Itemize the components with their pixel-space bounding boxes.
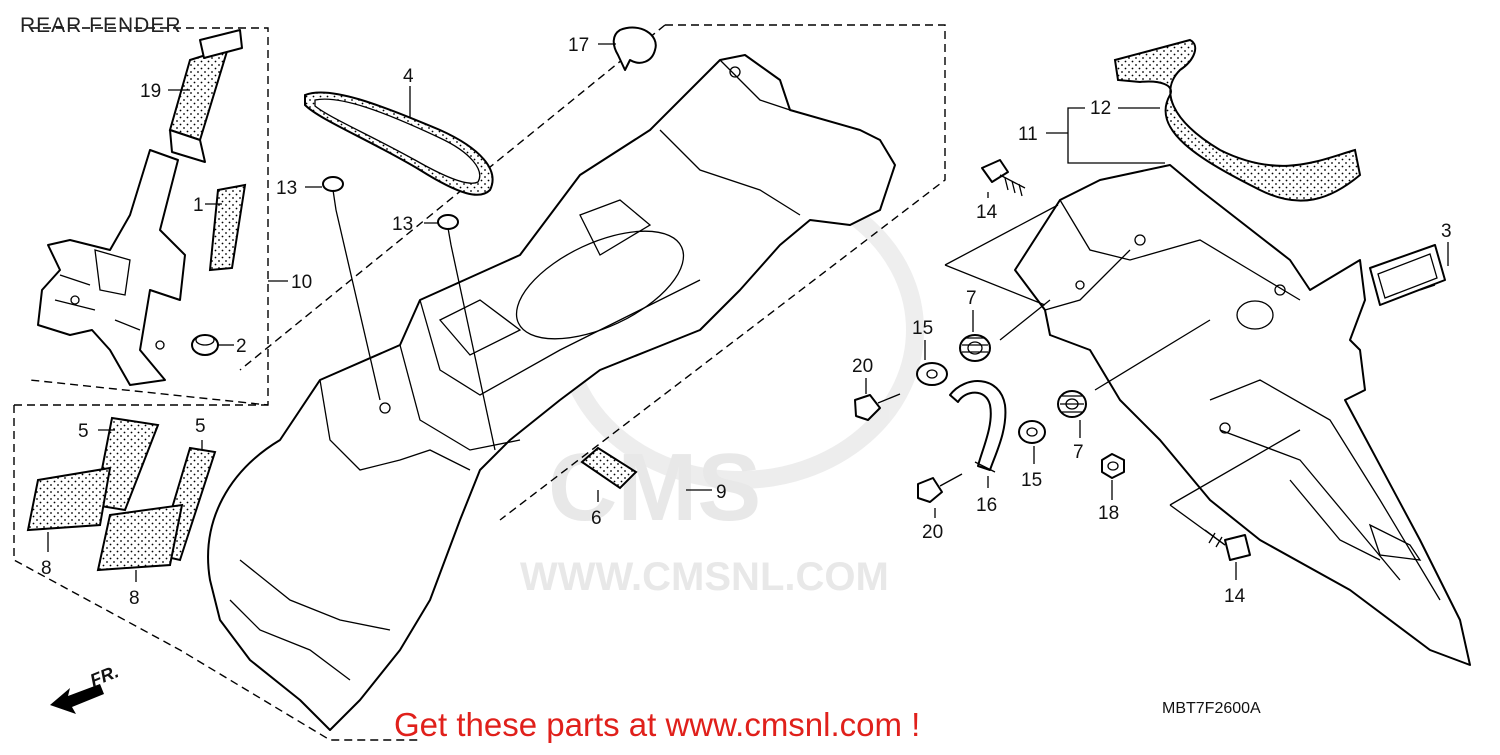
callout-1: 1	[193, 195, 204, 216]
callout-19: 19	[140, 81, 161, 102]
callout-14a: 14	[976, 202, 998, 223]
callout-4: 4	[403, 66, 414, 87]
reflector-part-3	[1369, 244, 1446, 306]
clip-part-17	[612, 26, 657, 71]
diagram-code: MBT7F2600A	[1162, 700, 1261, 717]
watermark-url-text: WWW.CMSNL.COM	[520, 555, 889, 599]
foam-pad-part-1	[208, 183, 247, 272]
grommet-part-2	[191, 334, 219, 356]
callout-13b: 13	[392, 214, 413, 235]
group-box-5-8	[13, 405, 420, 741]
callout-20a: 20	[852, 356, 873, 377]
callout-11: 11	[1018, 124, 1038, 145]
callout-7b: 7	[1073, 442, 1084, 463]
collar-part-15a	[916, 362, 948, 386]
strap-part-19	[168, 29, 243, 163]
callout-15a: 15	[912, 318, 933, 339]
diagram-title: REAR FENDER	[20, 14, 182, 37]
group-box-9-a	[499, 24, 946, 521]
callout-5b: 5	[195, 416, 206, 437]
foam-pad-part-8b	[96, 503, 184, 572]
front-direction-arrow-icon	[50, 684, 104, 714]
bolt-part-14a	[981, 159, 1026, 197]
callout-17: 17	[568, 35, 589, 56]
nut-part-18	[1101, 453, 1125, 479]
callout-18: 18	[1098, 503, 1119, 524]
callout-10: 10	[291, 272, 312, 293]
screw-part-13b	[437, 214, 459, 246]
callout-13a: 13	[276, 178, 297, 199]
foam-pad-part-8a	[26, 466, 112, 532]
callout-20b: 20	[922, 522, 943, 543]
callout-16: 16	[976, 495, 997, 516]
callout-3: 3	[1441, 221, 1452, 242]
callout-8b: 8	[129, 588, 140, 609]
callout-5a: 5	[78, 421, 89, 442]
group-boxes	[13, 24, 946, 741]
callout-6: 6	[591, 508, 602, 529]
promo-link-text[interactable]: Get these parts at www.cmsnl.com !	[394, 706, 921, 743]
bolt-part-14b	[1204, 529, 1251, 561]
battery-holder-part-10	[37, 149, 186, 386]
group-box-10	[29, 27, 269, 406]
rubber-part-7a	[959, 334, 991, 362]
harness-part-12	[1113, 38, 1362, 202]
callout-7a: 7	[966, 288, 977, 309]
leader-lines	[47, 43, 1449, 582]
callout-12: 12	[1090, 98, 1111, 119]
callout-9: 9	[716, 482, 727, 503]
clamp-part-16	[949, 380, 1007, 473]
bolt-part-20a	[854, 393, 901, 421]
callout-8a: 8	[41, 558, 52, 579]
watermark-logo-text: CMS	[548, 434, 761, 541]
seal-ring-part-4	[304, 91, 494, 196]
rear-fender-b-part-11	[1014, 164, 1471, 666]
callout-14b: 14	[1224, 586, 1246, 607]
callout-labels: 17 19 4 1 10 2 13 13 5 5 8 8 6 9 11 12 1…	[41, 35, 1452, 609]
collar-part-15b	[1018, 420, 1046, 444]
screw-part-13a	[322, 176, 344, 211]
callout-2: 2	[236, 336, 247, 357]
foam-pad-part-6	[580, 446, 638, 490]
bolt-part-20b	[917, 473, 963, 503]
rubber-part-7b	[1057, 390, 1087, 418]
group-box-9-b	[239, 24, 666, 371]
rear-fender-part-9	[207, 54, 896, 731]
callout-15b: 15	[1021, 470, 1042, 491]
